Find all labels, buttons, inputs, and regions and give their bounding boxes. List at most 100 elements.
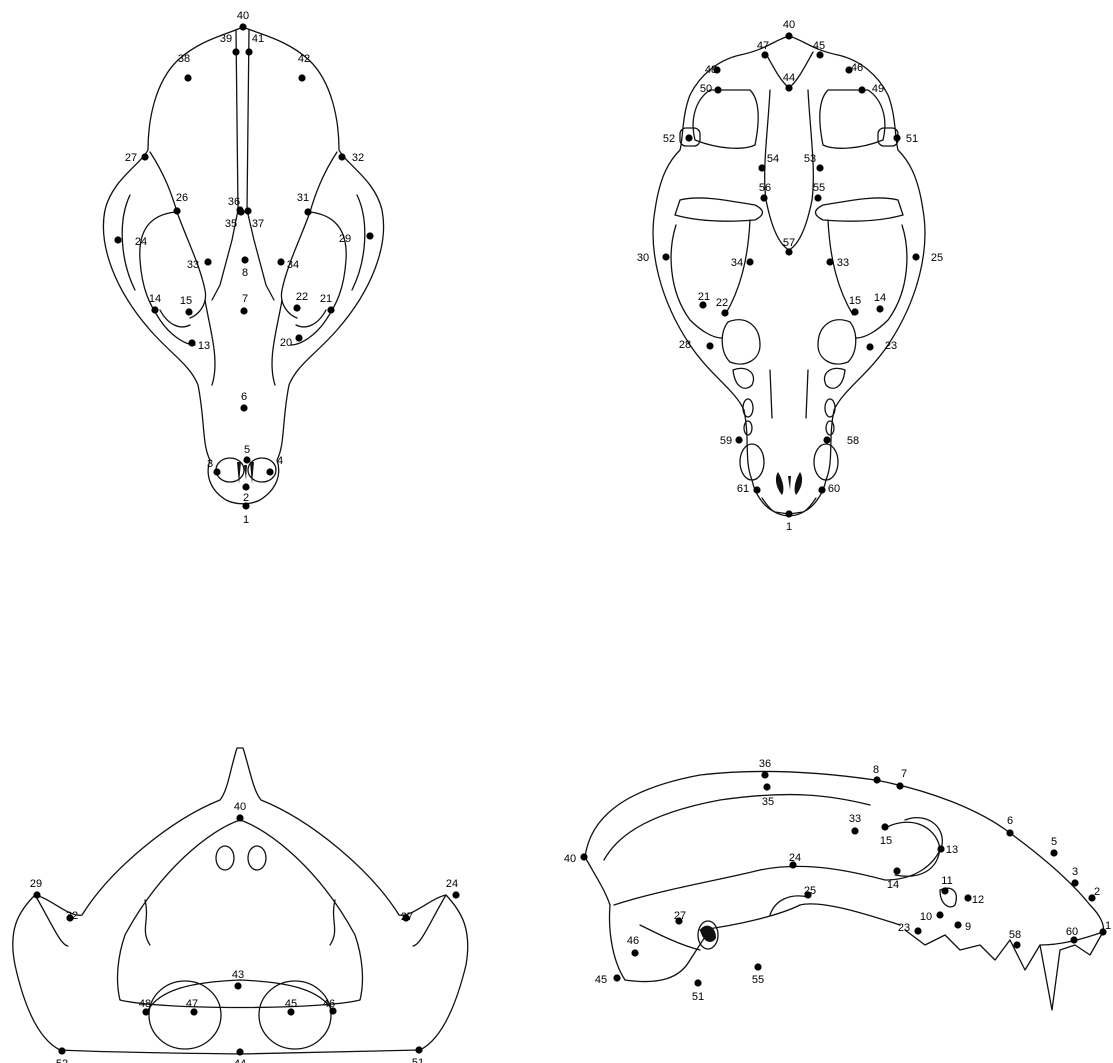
landmark-dot (185, 308, 192, 315)
landmark-label: 22 (716, 297, 728, 309)
landmark-label: 40 (783, 19, 795, 31)
landmark-dot (866, 343, 873, 350)
landmark-12: 12 (964, 894, 984, 906)
landmark-dot (141, 153, 148, 160)
landmark-label: 33 (187, 259, 199, 271)
landmark-52: 52 (663, 133, 693, 145)
landmark-24: 24 (114, 236, 147, 248)
landmark-46: 46 (323, 998, 337, 1015)
landmark-dot (964, 894, 971, 901)
landmark-2: 2 (1088, 886, 1100, 902)
landmark-dot (893, 134, 900, 141)
landmark-3: 3 (207, 458, 221, 476)
landmark-label: 29 (339, 233, 351, 245)
landmark-20: 20 (280, 334, 303, 349)
landmark-label: 28 (679, 339, 691, 351)
landmark-dot (912, 253, 919, 260)
landmark-dot (1006, 829, 1013, 836)
landmark-dot (785, 510, 792, 517)
landmark-32: 32 (338, 152, 364, 164)
landmark-label: 6 (1007, 815, 1013, 827)
landmark-label: 31 (297, 192, 309, 204)
landmark-label: 25 (804, 885, 816, 897)
landmark-label: 40 (564, 853, 576, 865)
landmark-dot (631, 949, 638, 956)
landmark-21: 21 (698, 291, 710, 309)
landmark-dot (242, 502, 249, 509)
landmark-label: 44 (234, 1058, 246, 1063)
landmark-dot (858, 86, 865, 93)
landmark-label: 51 (692, 991, 704, 1003)
landmark-label: 33 (837, 257, 849, 269)
landmark-1: 1 (1099, 920, 1111, 936)
landmark-14: 14 (887, 867, 901, 891)
landmark-55: 55 (752, 963, 764, 986)
landmark-dot (785, 32, 792, 39)
landmark-label: 25 (931, 252, 943, 264)
landmark-56: 56 (759, 182, 771, 202)
landmark-13: 13 (937, 844, 958, 856)
landmark-28: 28 (679, 339, 714, 351)
landmark-11: 11 (941, 875, 952, 895)
landmark-44: 44 (783, 72, 795, 92)
landmark-label: 15 (180, 295, 192, 307)
landmark-dot (452, 891, 459, 898)
landmark-label: 27 (674, 910, 686, 922)
landmark-dot (785, 84, 792, 91)
landmark-label: 4 (277, 455, 283, 467)
landmark-label: 7 (901, 768, 907, 780)
landmark-label: 50 (700, 83, 712, 95)
landmark-label: 14 (874, 292, 886, 304)
landmark-48: 48 (139, 998, 151, 1016)
ventral-landmarks: 4047454846445049525154535655573034332521… (637, 19, 943, 533)
landmark-dot (746, 258, 753, 265)
landmark-32: 32 (66, 910, 78, 922)
landmark-dot (1013, 941, 1020, 948)
landmark-dot (818, 486, 825, 493)
landmark-label: 59 (720, 435, 732, 447)
landmark-3: 3 (1071, 866, 1078, 887)
landmark-label: 1 (786, 521, 792, 533)
landmark-dot (721, 309, 728, 316)
landmark-label: 15 (880, 835, 892, 847)
landmark-dot (937, 845, 944, 852)
landmark-54: 54 (758, 153, 779, 172)
landmark-24: 24 (446, 878, 460, 899)
landmark-dot (232, 48, 239, 55)
landmark-label: 20 (280, 337, 292, 349)
landmark-dot (188, 339, 195, 346)
lateral-skull-outline (585, 771, 1103, 1010)
landmark-label: 46 (627, 935, 639, 947)
landmark-label: 45 (813, 40, 825, 52)
landmark-label: 51 (906, 133, 918, 145)
landmark-dot (914, 927, 921, 934)
landmark-61: 61 (737, 483, 761, 495)
landmark-label: 3 (1072, 866, 1078, 878)
landmark-2: 2 (242, 483, 249, 504)
landmark-label: 46 (323, 998, 335, 1010)
landmark-label: 2 (1094, 886, 1100, 898)
landmark-label: 1 (1105, 920, 1111, 932)
landmark-dot (761, 51, 768, 58)
landmark-47: 47 (186, 998, 198, 1016)
landmark-label: 24 (135, 236, 147, 248)
landmark-dot (173, 207, 180, 214)
landmark-label: 43 (232, 969, 244, 981)
landmark-dot (1050, 849, 1057, 856)
landmark-57: 57 (783, 237, 795, 256)
posterior-landmarks: 40293224274348474546524451 (30, 801, 460, 1063)
landmark-dot (613, 974, 620, 981)
landmark-25: 25 (912, 252, 943, 264)
landmark-26: 26 (173, 192, 188, 215)
landmark-label: 45 (285, 998, 297, 1010)
landmark-dot (694, 979, 701, 986)
landmark-dot (304, 208, 311, 215)
landmark-55: 55 (813, 182, 825, 202)
landmark-15: 15 (180, 295, 193, 316)
landmark-23: 23 (866, 340, 897, 352)
landmark-dot (58, 1047, 65, 1054)
landmark-40: 40 (234, 801, 246, 822)
landmark-label: 34 (731, 257, 743, 269)
